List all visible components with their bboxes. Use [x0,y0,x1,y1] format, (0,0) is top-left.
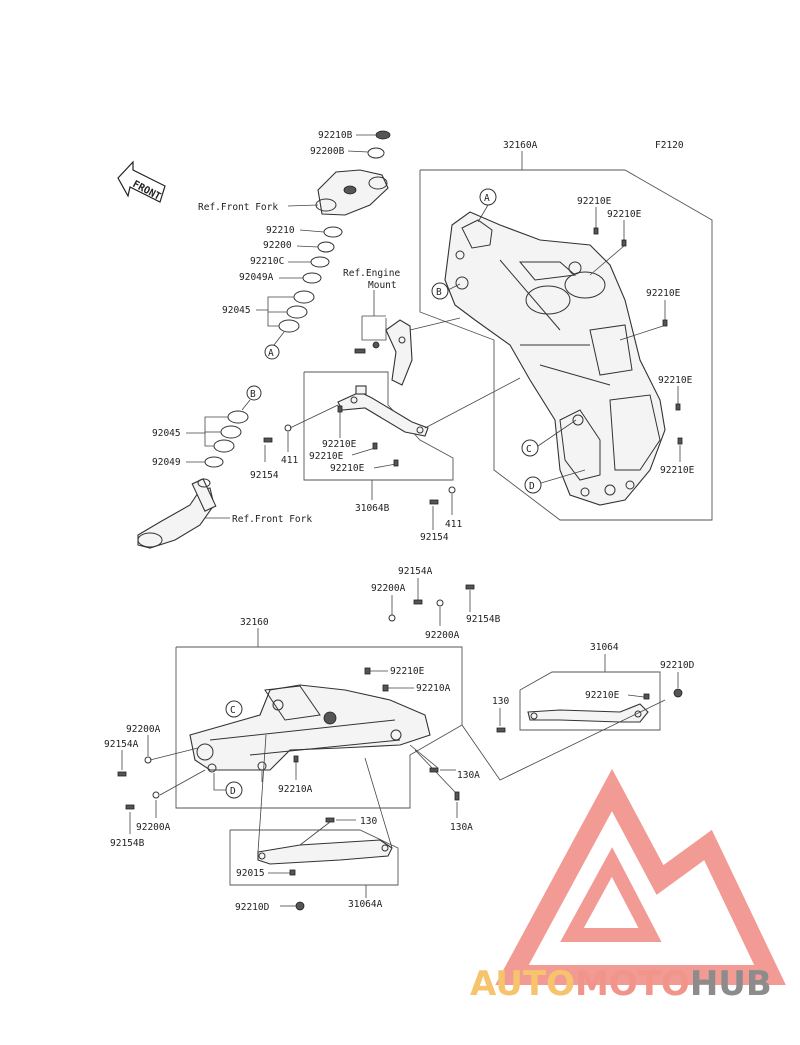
figure-code: F2120 [655,140,684,151]
label-92210E-f1: 92210E [577,196,612,207]
label-92210E-f3: 92210E [646,288,681,299]
label-ref-engine-line1: Ref.Engine [343,268,400,279]
washer-92200B [367,147,385,159]
label-ref-front-fork-top: Ref.Front Fork [198,202,278,213]
label-411-1: 411 [281,455,298,466]
bracket-31064 [527,703,649,723]
label-32160A: 32160A [503,140,538,151]
callout-C-frame [521,439,539,457]
label-92210E-b2: 92210E [309,451,344,462]
label-92210: 92210 [266,225,295,236]
label-92210E-f2: 92210E [607,209,642,220]
callout-D-frame [524,476,542,494]
svg-text:B: B [436,287,442,298]
label-130-right: 130 [492,696,509,707]
bearing-92045-lower-c [213,439,235,453]
lower-triple-clamp [137,478,217,549]
label-92210D-right: 92210D [660,660,695,671]
label-92200A-left: 92200A [126,724,161,735]
label-92200B: 92200B [310,146,345,157]
svg-text:D: D [230,786,236,797]
bearing-92045-lower-a [227,410,249,424]
label-92045-top: 92045 [222,305,251,316]
label-92210E-b3: 92210E [330,463,365,474]
subframe-32160 [189,684,431,773]
label-92210E-f4: 92210E [658,375,693,386]
label-92210E-f5: 92210E [660,465,695,476]
label-92045-low: 92045 [152,428,181,439]
label-130A-2: 130A [450,822,473,833]
main-frame-32160A [444,211,666,506]
seal-92049A [302,272,322,284]
label-130A-1: 130A [457,770,480,781]
bracket-31064A [257,839,393,865]
label-31064B: 31064B [355,503,390,514]
label-92154B-top: 92154B [466,614,501,625]
label-ref-engine-line2: Mount [368,280,397,291]
seal-92049 [204,456,224,468]
callout-C-sub [225,700,243,718]
label-92210A-1: 92210A [416,683,451,694]
svg-text:B: B [250,389,256,400]
callout-B-stem [246,385,262,401]
label-92210E-lower: 92210E [390,666,425,677]
label-92200A-low: 92200A [136,822,171,833]
label-92210E-right: 92210E [585,690,620,701]
svg-text:C: C [526,444,532,455]
label-92210B: 92210B [318,130,353,141]
nut-92210C [310,256,330,268]
label-92154A-top: 92154A [398,566,433,577]
watermark-logo [495,768,786,985]
label-32160: 32160 [240,617,269,628]
label-92049: 92049 [152,457,181,468]
label-92200: 92200 [263,240,292,251]
nut-92210 [323,226,343,238]
svg-text:C: C [230,705,236,716]
bearing-92045-b [286,305,308,319]
steering-stem-stack [278,130,391,333]
watermark-text: AUTOMOTOHUB [470,964,772,1004]
bracket-31064B [337,385,429,437]
label-92210A-2: 92210A [278,784,313,795]
label-92015: 92015 [236,868,265,879]
label-31064: 31064 [590,642,619,653]
bearing-92045-lower-b [220,425,242,439]
bearing-92045-c [278,319,300,333]
label-92049A: 92049A [239,272,274,283]
label-411-2: 411 [445,519,462,530]
engine-mount-bracket [385,319,413,386]
bearing-92045-a [293,290,315,304]
washer-92200 [317,241,335,253]
label-92210E-b1: 92210E [322,439,357,450]
label-ref-front-fork-bottom: Ref.Front Fork [232,514,312,525]
label-92200A-right: 92200A [425,630,460,641]
front-arrow: FRONT [117,160,166,203]
label-92210D-low: 92210D [235,902,270,913]
label-92154-1: 92154 [250,470,279,481]
svg-text:D: D [529,481,535,492]
nut-92210B [375,130,391,140]
label-92154-2: 92154 [420,532,449,543]
svg-text:A: A [484,193,490,204]
label-92154A-left: 92154A [104,739,139,750]
label-92154B-low: 92154B [110,838,145,849]
label-31064A: 31064A [348,899,383,910]
callout-B-frame [431,282,449,300]
label-92210C: 92210C [250,256,284,267]
callout-A-stem [264,344,280,360]
svg-text:A: A [268,348,274,359]
label-92200A-top: 92200A [371,583,406,594]
label-130-mid: 130 [360,816,377,827]
